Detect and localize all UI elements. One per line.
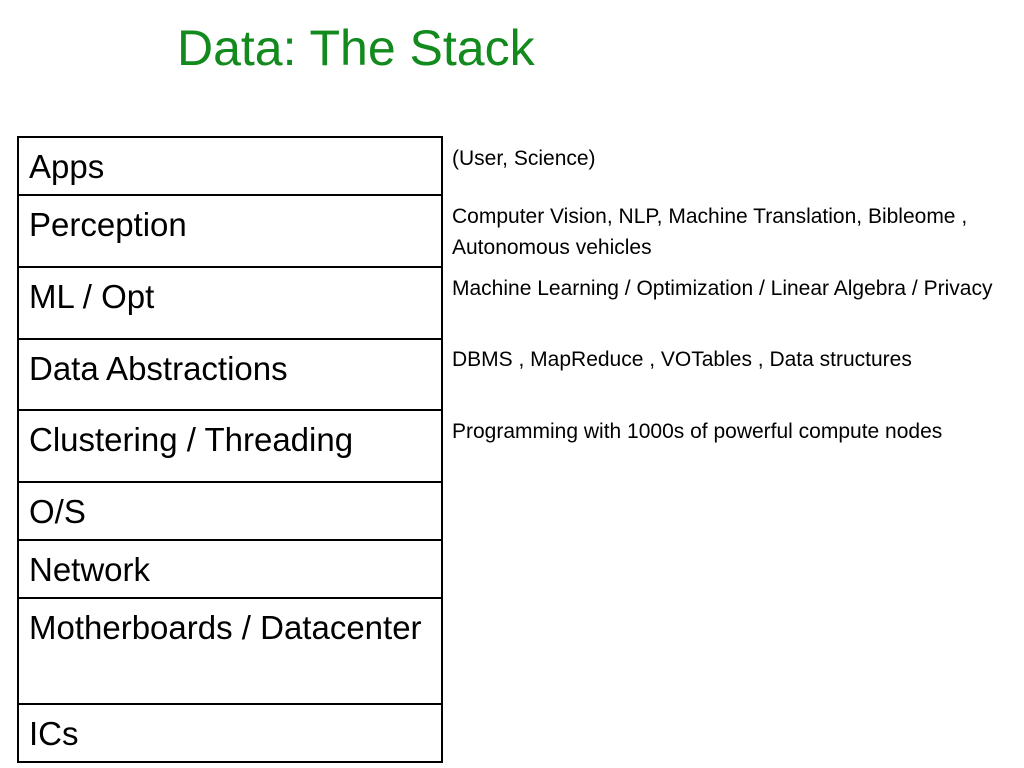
layer-label: ML / Opt xyxy=(17,266,443,340)
layer-label: Data Abstractions xyxy=(17,338,443,411)
stack-layer-network: Network xyxy=(17,539,443,599)
description-ml-opt: Machine Learning / Optimization / Linear… xyxy=(452,277,993,300)
description-perception: Computer Vision, NLP, Machine Translatio… xyxy=(452,205,968,259)
description-clustering-threading: Programming with 1000s of powerful compu… xyxy=(452,420,943,443)
description-data-abstractions: DBMS , MapReduce , VOTables , Data struc… xyxy=(452,348,912,371)
stack-layer-clustering-threading: Clustering / Threading xyxy=(17,409,443,483)
layer-label: Perception xyxy=(17,194,443,268)
stack-layer-os: O/S xyxy=(17,481,443,541)
layer-label: Network xyxy=(17,539,443,599)
stack-layer-perception: Perception xyxy=(17,194,443,268)
layer-label: Apps xyxy=(17,136,443,196)
slide-title: Data: The Stack xyxy=(177,20,535,76)
layer-label: Motherboards / Datacenter xyxy=(17,597,443,705)
stack-layer-ics: ICs xyxy=(17,703,443,763)
stack-layer-ml-opt: ML / Opt xyxy=(17,266,443,340)
description-apps: (User, Science) xyxy=(452,147,596,170)
stack-layer-data-abstractions: Data Abstractions xyxy=(17,338,443,411)
layer-label: O/S xyxy=(17,481,443,541)
stack-layer-motherboards-datacenter: Motherboards / Datacenter xyxy=(17,597,443,705)
stack-table: Apps Perception ML / Opt Data Abstractio… xyxy=(17,136,443,763)
stack-layer-apps: Apps xyxy=(17,136,443,196)
layer-label: ICs xyxy=(17,703,443,763)
layer-label: Clustering / Threading xyxy=(17,409,443,483)
